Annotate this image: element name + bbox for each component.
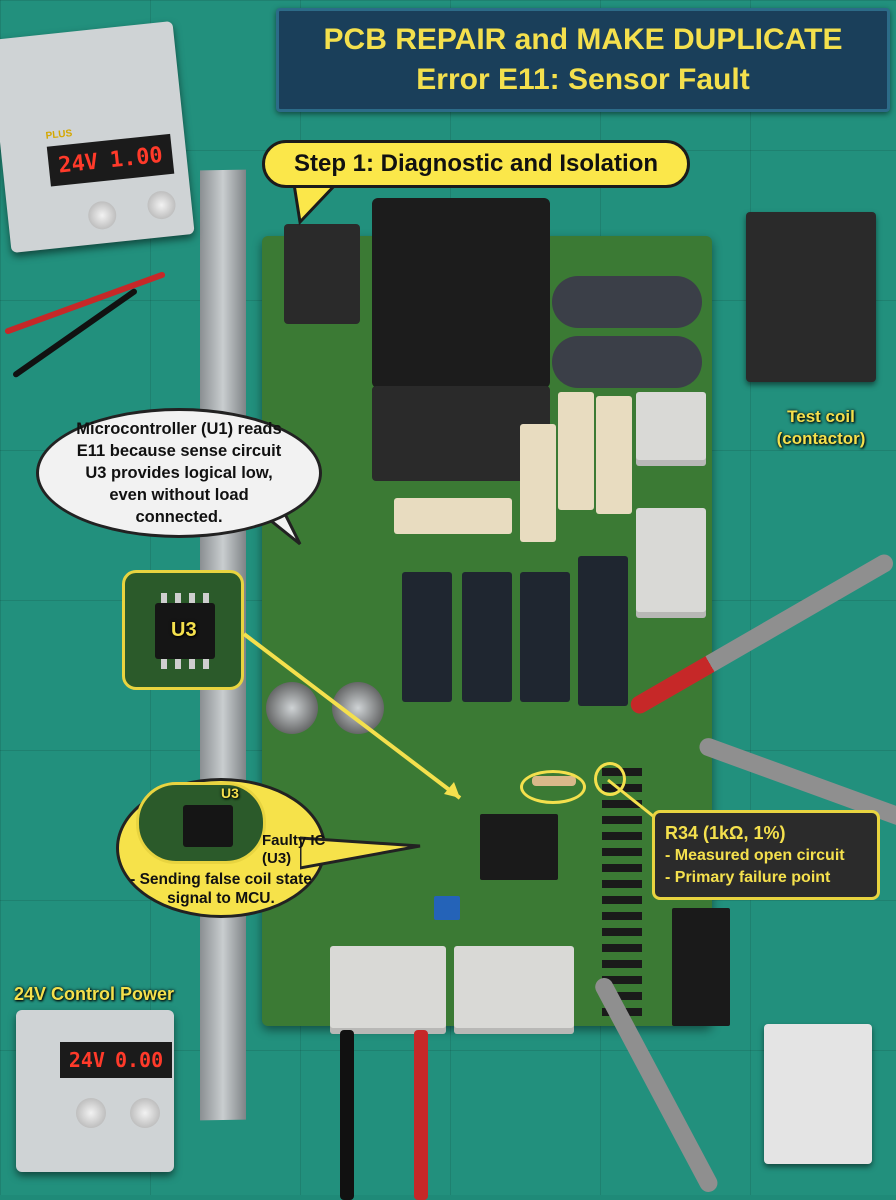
psu-bottom-knob-2[interactable]	[130, 1098, 160, 1128]
power-resistor-3	[596, 396, 632, 514]
contactor-bottom-right	[764, 1024, 872, 1164]
terminal-block-bottom-right	[454, 946, 574, 1034]
psu-bottom-current: 0.00	[115, 1048, 163, 1072]
step-label: Step 1: Diagnostic and Isolation	[294, 150, 658, 178]
psu-bottom-knob-1[interactable]	[76, 1098, 106, 1128]
power-resistor-2	[558, 392, 594, 510]
relay-3	[520, 572, 570, 702]
u3-pin	[161, 593, 167, 603]
r34-line-1: - Measured open circuit	[665, 845, 867, 867]
title-banner: PCB REPAIR and MAKE DUPLICATE Error E11:…	[276, 8, 890, 112]
speech-bubble: Microcontroller (U1) reads E11 because s…	[36, 408, 322, 538]
faulty-ic-label: Faulty IC (U3)	[262, 832, 326, 868]
u3-label-bottom: U3	[221, 785, 239, 801]
psu-top-knob-2[interactable]	[146, 190, 177, 221]
psu-bottom-voltage: 24V	[69, 1048, 105, 1072]
transformer	[372, 198, 550, 388]
u3-label-top: U3	[171, 619, 197, 642]
contactor-top-right	[746, 212, 876, 382]
u3-pin	[175, 659, 181, 669]
u3-pin	[203, 593, 209, 603]
terminal-block-bottom-left	[330, 946, 446, 1034]
trimmer-pot	[434, 896, 460, 920]
psu-top-current: 1.00	[109, 142, 164, 172]
power-supply-bottom: 24V 0.00	[16, 1010, 174, 1172]
u3-zoom-box-bottom: U3	[136, 782, 266, 864]
power-supply-top: 24V 1.00 PLUS	[0, 21, 195, 253]
pin-header	[672, 908, 730, 1026]
capacitor-large-1	[552, 276, 702, 328]
u3-zoom-box-top: U3	[122, 570, 244, 690]
black-wire	[340, 1030, 354, 1200]
red-wire	[414, 1030, 428, 1200]
relay-4	[578, 556, 628, 706]
u3-pin	[189, 659, 195, 669]
faulty-ic-note: - Sending false coil state signal to MCU…	[116, 870, 326, 908]
u3-chip-bottom	[183, 805, 233, 847]
terminal-block-right-top	[636, 392, 706, 466]
capacitor-large-2	[552, 336, 702, 388]
title-line-1: PCB REPAIR and MAKE DUPLICATE	[324, 20, 843, 60]
u3-pin	[175, 593, 181, 603]
u3-pin	[189, 593, 195, 603]
r34-line-2: - Primary failure point	[665, 867, 867, 889]
r34-callout: R34 (1kΩ, 1%) - Measured open circuit - …	[652, 810, 880, 900]
psu-top-voltage: 24V	[57, 149, 99, 178]
power-resistor-1	[520, 424, 556, 542]
u3-pointer-line	[240, 630, 470, 810]
terminal-block-right-mid	[636, 508, 706, 618]
r34-heading: R34 (1kΩ, 1%)	[665, 821, 867, 845]
rj-connector	[284, 224, 360, 324]
control-power-label: 24V Control Power	[14, 984, 174, 1005]
psu-top-knob-1[interactable]	[87, 200, 118, 231]
u3-pin	[161, 659, 167, 669]
speech-text: Microcontroller (U1) reads E11 because s…	[65, 418, 293, 528]
u3-pin	[203, 659, 209, 669]
power-resistor-4	[394, 498, 512, 534]
psu-top-brand: PLUS	[45, 128, 73, 142]
test-coil-label: Test coil (contactor)	[756, 406, 886, 450]
title-line-2: Error E11: Sensor Fault	[416, 60, 749, 100]
psu-bottom-display: 24V 0.00	[60, 1042, 172, 1078]
step-bubble: Step 1: Diagnostic and Isolation	[262, 140, 690, 188]
psu-top-display: 24V 1.00	[47, 134, 175, 187]
microcontroller-u1	[480, 814, 558, 880]
r34-highlight-ring	[520, 770, 586, 804]
